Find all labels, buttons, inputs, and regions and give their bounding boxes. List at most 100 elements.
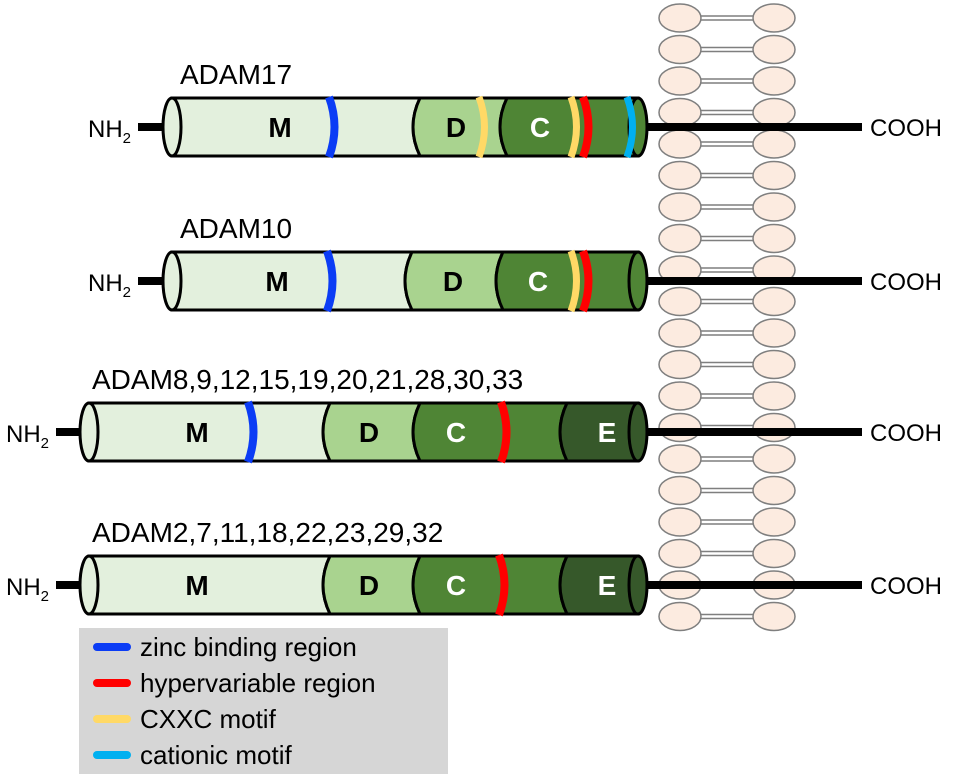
lipid-pair (658, 3, 796, 33)
lipid-head (658, 34, 702, 65)
lipid-head (752, 444, 796, 474)
lipid-head (658, 475, 702, 506)
legend-swatch-cxxc (93, 715, 131, 723)
nh2-label: NH2 (6, 421, 49, 452)
lipid-head (752, 160, 796, 191)
domain-label-D: D (446, 112, 466, 143)
protein-label: ADAM8,9,12,15,19,20,21,28,30,33 (92, 364, 523, 395)
domain-E (558, 401, 640, 463)
lipid-head (658, 192, 702, 222)
lipid-head (752, 223, 796, 254)
lipid-head (752, 66, 796, 96)
lipid-head (752, 129, 796, 159)
domain-C (411, 401, 570, 463)
lipid-head (752, 538, 796, 569)
lipid-head (752, 34, 796, 65)
cooh-label: COOH (870, 115, 942, 142)
hypervariable-region-marker (495, 553, 509, 617)
lipid-head (658, 381, 702, 411)
lipid-pair (658, 223, 796, 254)
lipid-pair (658, 192, 796, 222)
lipid-head (658, 129, 702, 159)
hypervariable-region-marker (497, 400, 511, 464)
lipid-head (658, 538, 702, 569)
nh2-label: NH2 (6, 574, 49, 605)
protein-row-adam17: ADAM17 NH2 COOH M D C (88, 59, 942, 159)
lipid-pair (658, 66, 796, 96)
domain-label-D: D (359, 417, 379, 448)
legend-item-zinc: zinc binding region (79, 630, 357, 664)
lipid-pair (658, 34, 796, 65)
legend-swatch-cationic (93, 751, 131, 759)
protein-label: ADAM10 (180, 213, 292, 244)
protein-label: ADAM2,7,11,18,22,23,29,32 (92, 517, 443, 548)
cylinder-cap-right (627, 401, 649, 463)
lipid-pair (658, 349, 796, 380)
legend-label: CXXC motif (140, 703, 276, 734)
legend-swatch-hypervariable (93, 679, 131, 687)
domain-C (494, 250, 640, 312)
protein-row-adam-group-1: ADAM8,9,12,15,19,20,21,28,30,33 NH2 COOH… (6, 364, 942, 464)
zinc-binding-region-marker (325, 95, 339, 159)
cylinder-cap-right (627, 554, 649, 616)
lipid-pair (658, 538, 796, 569)
cylinder-cap-left (161, 250, 183, 312)
domain-label-M: M (265, 266, 288, 297)
legend-swatch-zinc (93, 643, 131, 651)
lipid-pair (658, 286, 796, 317)
domain-label-C: C (446, 417, 466, 448)
cylinder-cap-right (627, 250, 649, 312)
legend-label: zinc binding region (140, 631, 357, 662)
lipid-head (658, 223, 702, 254)
domain-C (498, 96, 640, 158)
cylinder-cap-left (78, 554, 100, 616)
lipid-pair (658, 412, 796, 443)
lipid-pair (658, 507, 796, 537)
cylinder-cap-left (78, 401, 100, 463)
domain-label-C: C (528, 266, 548, 297)
domain-label-M: M (185, 417, 208, 448)
zinc-binding-region-marker (323, 249, 337, 313)
cxxc-motif-marker (475, 95, 488, 159)
lipid-head (658, 507, 702, 537)
lipid-head (752, 349, 796, 380)
domain-label-E: E (598, 417, 617, 448)
domain-M (170, 96, 423, 158)
domain-label-C: C (530, 112, 550, 143)
cooh-label: COOH (870, 573, 942, 600)
lipid-head (658, 3, 702, 33)
lipid-head (658, 412, 702, 443)
lipid-head (658, 601, 702, 632)
lipid-pair (658, 129, 796, 159)
lipid-head (658, 66, 702, 96)
legend: zinc binding region hypervariable region… (79, 628, 448, 774)
cxxc-motif-marker (567, 95, 580, 159)
protein-row-adam-group-2: ADAM2,7,11,18,22,23,29,32 NH2 COOH M D C… (6, 517, 942, 617)
domain-label-D: D (359, 570, 379, 601)
lipid-head (752, 475, 796, 506)
domain-C (411, 554, 570, 616)
nh2-label: NH2 (88, 116, 131, 147)
lipid-head (752, 412, 796, 443)
lipid-pair (658, 381, 796, 411)
lipid-pair (658, 160, 796, 191)
domain-M (170, 250, 415, 312)
lipid-head (658, 444, 702, 474)
lipid-head (658, 286, 702, 317)
domain-M (87, 401, 333, 463)
domain-E (558, 554, 640, 616)
lipid-head (658, 97, 702, 128)
cxxc-motif-marker (567, 249, 580, 313)
lipid-pair (658, 97, 796, 128)
lipid-head (752, 192, 796, 222)
zinc-binding-region-marker (244, 400, 258, 464)
legend-label: cationic motif (140, 739, 292, 770)
cylinder-cap-left (161, 96, 183, 158)
lipid-head (752, 507, 796, 537)
legend-label: hypervariable region (140, 667, 376, 698)
legend-item-cxxc: CXXC motif (79, 702, 276, 736)
hypervariable-region-marker (579, 95, 593, 159)
lipid-head (658, 349, 702, 380)
hypervariable-region-marker (579, 249, 593, 313)
lipid-head (752, 601, 796, 632)
